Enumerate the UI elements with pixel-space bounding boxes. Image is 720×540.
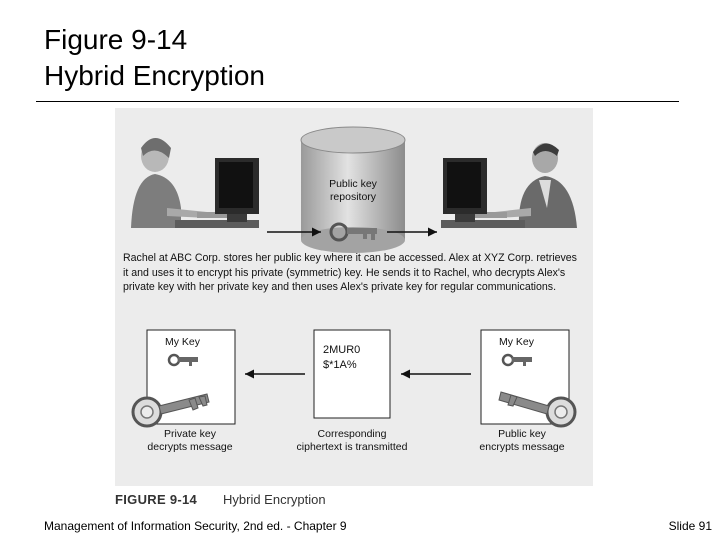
right-box-label: My Key — [499, 336, 535, 348]
ciphertext-caption-line2: ciphertext is transmitted — [296, 441, 408, 453]
ciphertext-caption-line1: Corresponding — [317, 428, 387, 440]
slide-title-line1: Figure 9-14 — [44, 24, 188, 55]
ciphertext-sample: 2MUR0 $*1A% — [323, 343, 360, 373]
ciphertext-line2: $*1A% — [323, 359, 357, 371]
ciphertext-document-box — [313, 329, 391, 419]
ciphertext-caption: Corresponding ciphertext is transmitted — [282, 428, 422, 454]
left-box-label: My Key — [165, 336, 201, 348]
repository-label: Public key repository — [305, 178, 401, 204]
title-divider — [36, 101, 679, 102]
public-key-icon — [498, 391, 577, 428]
repository-label-line2: repository — [329, 191, 377, 203]
private-key-icon — [131, 393, 210, 428]
footer-slide-number: Slide 91 — [668, 519, 712, 533]
slide-title: Figure 9-14 Hybrid Encryption — [44, 22, 265, 94]
repository-key-icon — [329, 222, 377, 242]
small-key-left-icon — [167, 353, 198, 367]
public-key-caption-line2: encrypts message — [479, 441, 565, 453]
figure-caption-name: Hybrid Encryption — [223, 492, 326, 507]
figure-artwork — [131, 126, 577, 428]
figure-caption: FIGURE 9-14 Hybrid Encryption — [115, 486, 593, 512]
figure-caption-number: FIGURE 9-14 — [115, 492, 198, 507]
alex-workstation-icon — [441, 143, 577, 228]
public-key-repository-icon — [300, 126, 406, 253]
ciphertext-line1: 2MUR0 — [323, 344, 361, 356]
small-key-right-icon — [501, 353, 532, 367]
footer-course-title: Management of Information Security, 2nd … — [44, 519, 347, 533]
hybrid-encryption-figure: Public key repository Rachel at ABC Corp… — [115, 108, 593, 512]
private-key-caption-line2: decrypts message — [147, 441, 233, 453]
private-key-caption: Private key decrypts message — [135, 428, 245, 454]
public-key-caption: Public key encrypts message — [467, 428, 577, 454]
repository-label-line1: Public key — [329, 178, 377, 190]
slide-title-line2: Hybrid Encryption — [44, 60, 265, 91]
private-key-caption-line1: Private key — [164, 428, 216, 440]
public-key-caption-line1: Public key — [498, 428, 546, 440]
rachel-workstation-icon — [131, 138, 259, 228]
figure-description: Rachel at ABC Corp. stores her public ke… — [123, 252, 577, 293]
